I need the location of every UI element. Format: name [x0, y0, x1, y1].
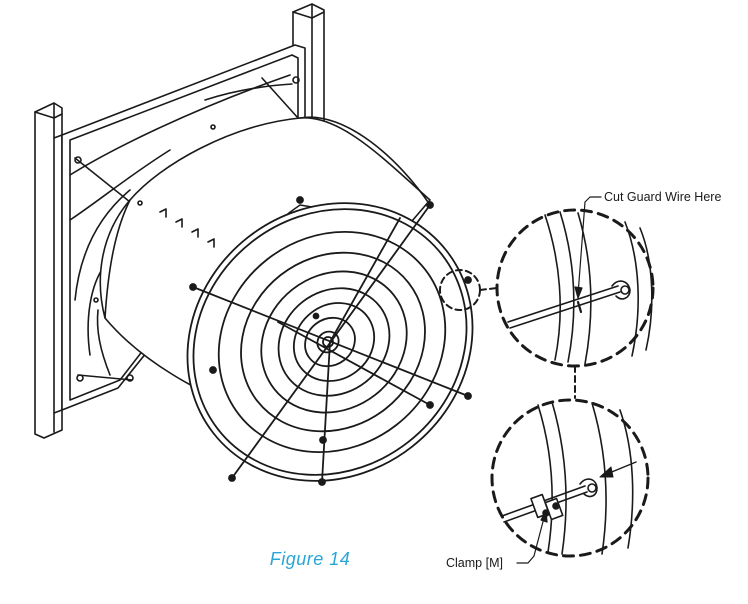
callout-clamp-label: Clamp [M] — [446, 556, 503, 570]
callout-cut-leader — [574, 196, 602, 299]
callout-clamp-leader — [516, 510, 548, 564]
fan-guard — [186, 196, 474, 486]
callout-cut-label: Cut Guard Wire Here — [604, 190, 721, 204]
figure-caption: Figure 14 — [269, 549, 351, 569]
detail-leader-1 — [479, 287, 498, 291]
detail-view-clamp — [490, 398, 650, 558]
